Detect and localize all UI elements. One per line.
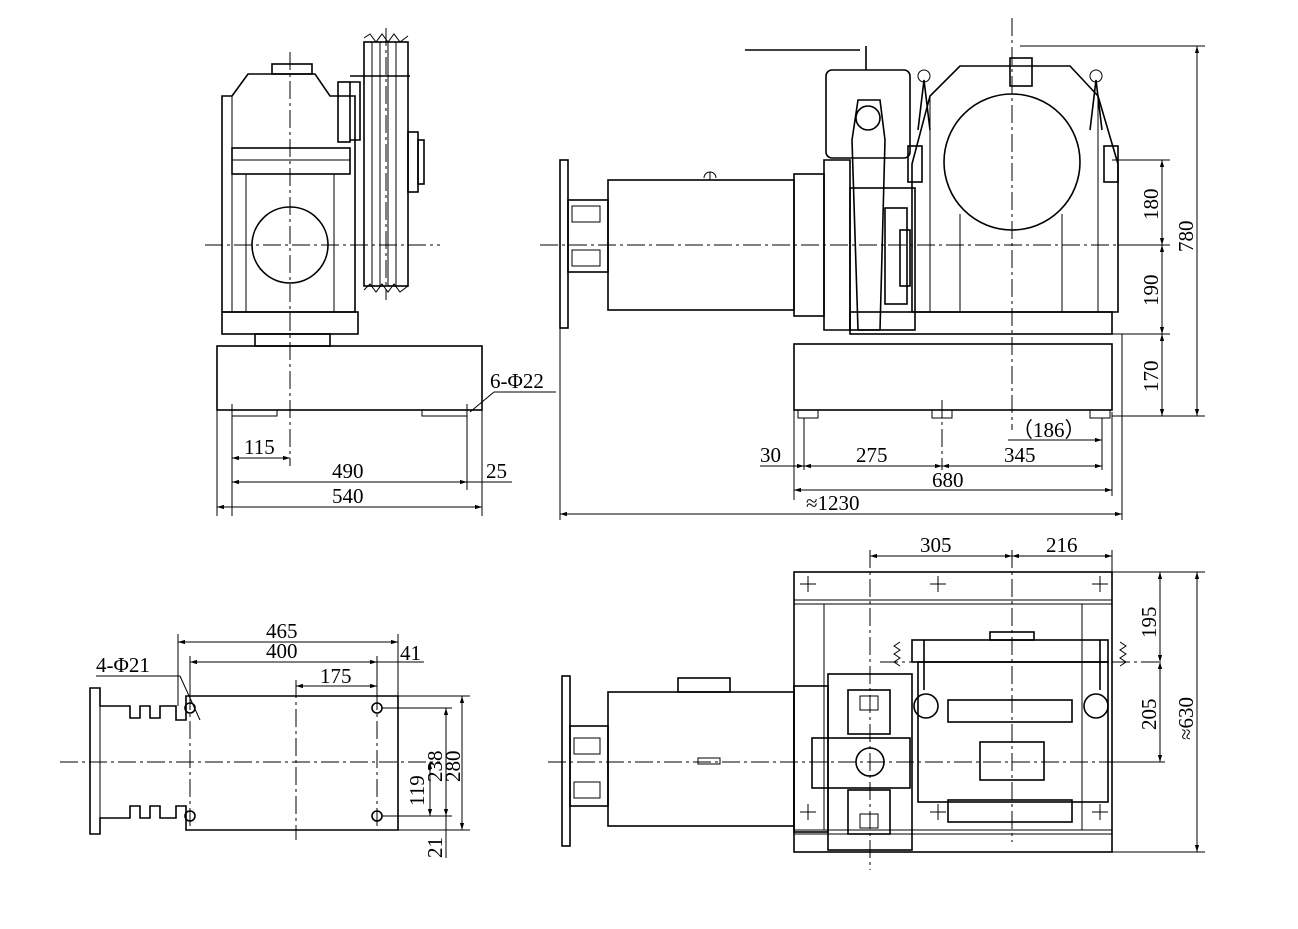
- dim-190: 190: [1139, 275, 1163, 307]
- dim-280: 280: [441, 751, 465, 783]
- dim-490: 490: [332, 459, 364, 483]
- dim-21: 21: [423, 837, 447, 858]
- dim-540: 540: [332, 484, 364, 508]
- dim-115: 115: [244, 435, 275, 459]
- dim-680: 680: [932, 468, 964, 492]
- dim-345: 345: [1004, 443, 1036, 467]
- dim-780: 780: [1174, 221, 1198, 253]
- dim-170: 170: [1139, 361, 1163, 393]
- dim-41: 41: [400, 641, 421, 665]
- front-view: [540, 18, 1205, 520]
- dim-186: （186）: [1012, 418, 1086, 442]
- dim-238: 238: [423, 751, 447, 783]
- dim-275: 275: [856, 443, 888, 467]
- dim-175: 175: [320, 664, 352, 688]
- dim-465: 465: [266, 619, 298, 643]
- dim-1230: ≈1230: [806, 491, 860, 515]
- dim-195: 195: [1137, 607, 1161, 639]
- dim-25: 25: [486, 459, 507, 483]
- label-holes-6-22: 6-Φ22: [490, 369, 544, 393]
- dim-119: 119: [405, 775, 429, 806]
- plan-view: [548, 550, 1205, 870]
- dim-180: 180: [1139, 189, 1163, 221]
- dim-216: 216: [1046, 533, 1078, 557]
- dim-305: 305: [920, 533, 952, 557]
- dim-400: 400: [266, 639, 298, 663]
- label-holes-4-21: 4-Φ21: [96, 653, 150, 677]
- dim-630: ≈630: [1174, 697, 1198, 740]
- motor-base-view: [60, 634, 470, 858]
- dim-205: 205: [1137, 699, 1161, 731]
- side-view: [205, 28, 556, 516]
- dim-30: 30: [760, 443, 781, 467]
